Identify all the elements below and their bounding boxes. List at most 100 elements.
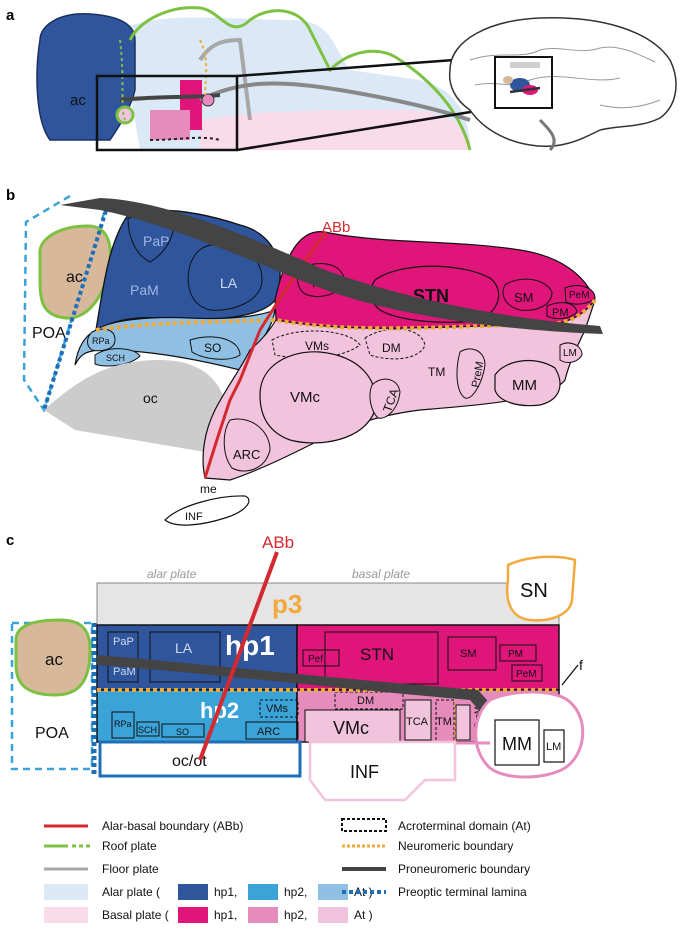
panel-b-tm-label: TM xyxy=(428,365,445,379)
panel-b-arc-region xyxy=(223,418,271,472)
panel-b-pap-label: PaP xyxy=(143,233,169,249)
panel-c-abb-line xyxy=(198,551,279,761)
panel-b-pam-label: PaM xyxy=(130,282,159,298)
legend-basal-hp2-swatch xyxy=(248,907,278,923)
panel-c-sch-box xyxy=(136,721,160,737)
panel-a-telencephalon xyxy=(36,13,136,141)
panel-c-pm-label: PM xyxy=(508,649,523,660)
human-brain-outline xyxy=(448,17,677,148)
panel-c-basal-plate-label: basal plate xyxy=(352,567,410,581)
legend-proneuromeric-label: Proneuromeric boundary xyxy=(398,862,530,876)
panel-b-me-label: me xyxy=(200,482,217,496)
legend-basal-at-swatch xyxy=(318,907,348,923)
panel-c-arc-label: ARC xyxy=(257,726,280,738)
panel-b-poa-label: POA xyxy=(32,325,66,342)
panel-a-zoom-line-bottom xyxy=(236,106,496,152)
panel-a-neuromeric xyxy=(199,39,208,96)
panel-b-prem-label: PreM xyxy=(470,361,486,389)
panel-b-oc-region xyxy=(44,360,229,452)
panel-b-pem-region xyxy=(564,285,596,305)
panel-a: a ac xyxy=(6,6,677,152)
panel-c-oc-ot-label: oc/ot xyxy=(172,753,207,770)
panel-a-floor-plate xyxy=(198,37,252,121)
legend-basal-hp1-swatch xyxy=(178,907,208,923)
panel-c-so-label: SO xyxy=(176,727,189,737)
panel-c-f-label: f xyxy=(579,657,583,673)
panel-c-vms-box xyxy=(259,699,299,718)
human-brain-sulcus-3 xyxy=(599,99,661,109)
panel-c-pap-label: PaP xyxy=(113,636,134,648)
panel-c-vms-label: VMs xyxy=(266,703,289,715)
panel-c-mm-box xyxy=(494,719,540,766)
panel-b-ac-label: ac xyxy=(66,269,83,286)
panel-c-inf-label: INF xyxy=(350,762,379,782)
legend-basal-label: Basal plate ( xyxy=(102,908,169,922)
panel-c-tm-label: TM xyxy=(436,716,452,728)
legend-alar-hp1-swatch xyxy=(178,884,208,900)
panel-c-sm-box xyxy=(447,636,497,671)
panel-c-mm-label: MM xyxy=(502,734,532,754)
panel-c-pef-box xyxy=(302,649,340,667)
legend-alar-swatch xyxy=(44,884,88,900)
panel-b-prem-region xyxy=(456,348,486,399)
panel-c-vmc-box xyxy=(304,709,401,743)
panel-c-pem-box xyxy=(511,664,543,682)
panel-c-p3-bar xyxy=(96,582,560,626)
panel-c-stn-label: STN xyxy=(360,645,394,664)
legend-alar-hp2-swatch xyxy=(248,884,278,900)
panel-c-sn-label: SN xyxy=(520,580,548,602)
panel-c-tca-box xyxy=(404,699,432,741)
panel-b-pm-region xyxy=(546,302,578,320)
panel-c-alar-plate-label: alar plate xyxy=(147,567,197,581)
panel-c-la-box xyxy=(149,631,221,683)
panel-c-sm-label: SM xyxy=(460,648,477,660)
panel-c-ac-region xyxy=(14,618,92,697)
panel-b-abb-lower xyxy=(203,329,262,479)
panel-a-mb-circle xyxy=(201,93,215,107)
panel-c-lm-box xyxy=(543,729,565,763)
panel-b-rpa-label: RPa xyxy=(92,336,110,346)
panel-b-vms-label: VMs xyxy=(305,339,329,353)
panel-b-oc-label: oc xyxy=(143,390,158,406)
legend-alar-at-swatch xyxy=(318,884,348,900)
legend-basal-hp1-label: hp1, xyxy=(214,908,237,922)
panel-a-roof-plate xyxy=(128,6,472,151)
panel-b-arc-label: ARC xyxy=(233,447,260,462)
panel-b-pm-label: PM xyxy=(552,307,569,319)
legend-acroterminal-swatch xyxy=(341,818,387,832)
panel-b-dm-label: DM xyxy=(382,341,401,355)
panel-c-rpa-box xyxy=(111,711,135,739)
panel-b-abb-label: ABb xyxy=(322,219,350,236)
panel-c-ac-label: ac xyxy=(45,650,63,669)
panel-a-optic-circle xyxy=(115,105,135,125)
panel-b-label: b xyxy=(6,187,15,204)
panel-c-dm-box xyxy=(334,691,404,710)
legend-basal-swatch xyxy=(44,907,88,923)
legend-preoptic-label: Preoptic terminal lamina xyxy=(398,885,527,899)
panel-c-sn-region xyxy=(506,555,577,622)
panel-c-p3-label: p3 xyxy=(272,589,302,619)
panel-a-hp2-basal xyxy=(150,110,190,140)
legend-acroterminal-label: Acroterminal domain (At) xyxy=(398,819,531,833)
panel-b-preoptic-lamina xyxy=(42,203,110,411)
panel-c-pam-label: PaM xyxy=(113,666,136,678)
human-proneuromeric xyxy=(509,86,541,94)
panel-a-basal-region xyxy=(200,110,470,150)
panel-c-so-box xyxy=(161,723,205,738)
panel-c-poa-label: POA xyxy=(35,725,69,742)
panel-b-lm-region xyxy=(559,342,583,363)
panel-b-la-label: LA xyxy=(220,275,238,291)
panel-c-arc-box xyxy=(245,721,299,740)
panel-c-sch-label: SCH xyxy=(138,725,157,735)
panel-b-inf-label: INF xyxy=(185,511,203,523)
panel-b-so-region xyxy=(189,336,241,360)
legend: Alar-basal boundary (ABb) Roof plate Flo… xyxy=(44,818,531,923)
panel-b-lm-label: LM xyxy=(563,348,577,359)
panel-c-prem-box xyxy=(455,704,471,741)
panel-c-f-pointer xyxy=(561,664,579,686)
legend-alar-label: Alar plate ( xyxy=(102,885,160,899)
panel-b-sm-region xyxy=(502,278,553,311)
panel-b: b ac POA PaP PaM LA RPa SCH SO oc Pef ST… xyxy=(6,187,603,526)
panel-c-label: c xyxy=(6,532,14,549)
